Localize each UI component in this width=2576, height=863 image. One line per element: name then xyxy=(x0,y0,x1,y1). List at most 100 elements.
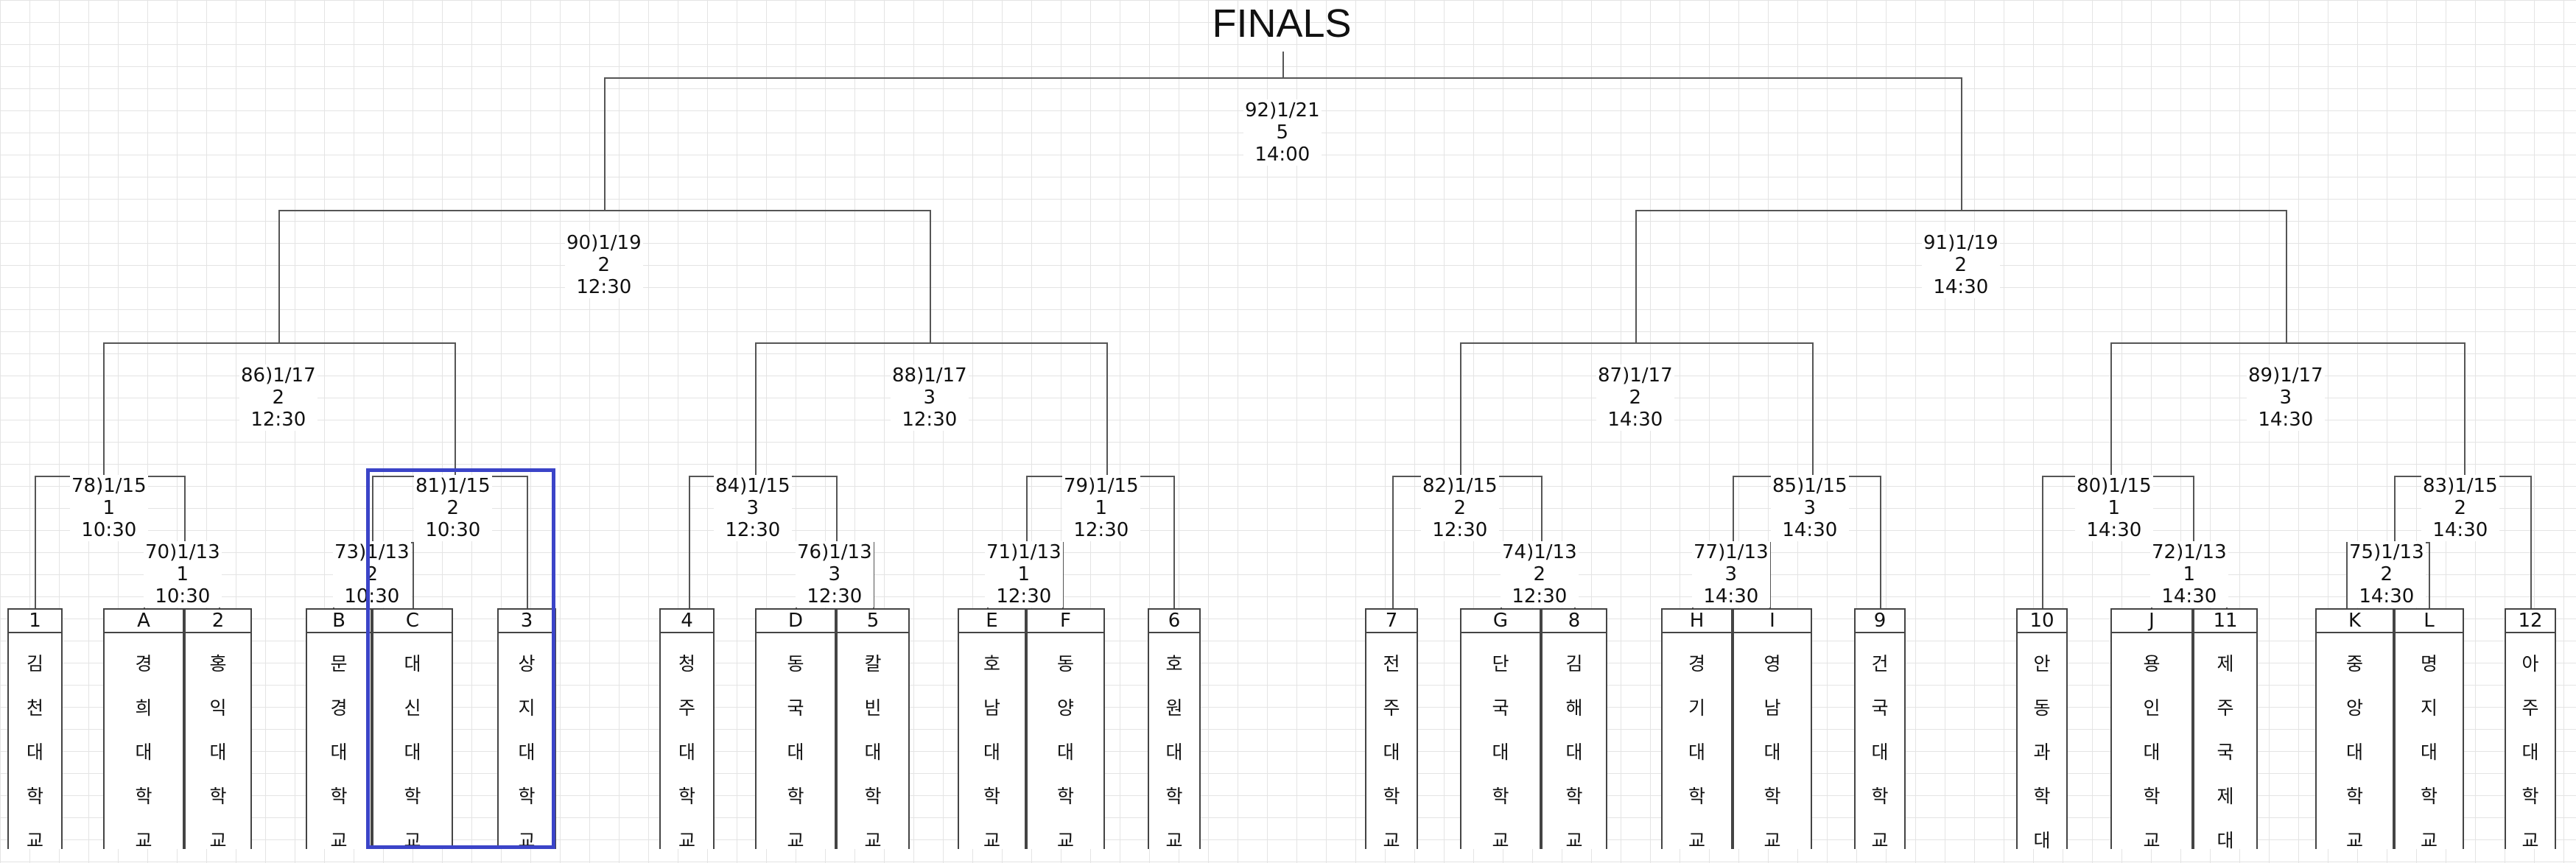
match-time: 12:30 xyxy=(725,519,781,541)
team-seed: 7 xyxy=(1366,610,1417,633)
bracket-line xyxy=(527,476,528,608)
bracket-line xyxy=(1812,342,1814,476)
match-number-date: 86)1/17 xyxy=(241,364,316,387)
team-seed: I xyxy=(1734,610,1811,633)
team-seed: 6 xyxy=(1149,610,1199,633)
bracket-line xyxy=(2110,342,2112,476)
team-seed: K xyxy=(2317,610,2393,633)
team-seed: 2 xyxy=(186,610,250,633)
bracket-line xyxy=(2394,476,2396,542)
match-number-date: 71)1/13 xyxy=(986,541,1061,563)
match-number-date: 80)1/15 xyxy=(2077,475,2152,497)
match-number-date: 75)1/13 xyxy=(2349,541,2424,563)
team-seed: B xyxy=(307,610,371,633)
bracket-line xyxy=(278,210,280,342)
match-number-date: 88)1/17 xyxy=(892,364,967,387)
match-number-date: 89)1/17 xyxy=(2248,364,2323,387)
selection-highlight[interactable] xyxy=(366,468,555,849)
bracket-line xyxy=(2530,476,2532,608)
match-court: 2 xyxy=(1453,497,1467,519)
bracket-line xyxy=(604,77,1962,79)
bracket-line xyxy=(35,476,36,608)
match-court: 2 xyxy=(2454,497,2467,519)
bracket-line xyxy=(1173,476,1175,608)
bracket-line xyxy=(278,210,931,211)
match-number-date: 92)1/21 xyxy=(1245,99,1320,121)
bracket-line xyxy=(413,542,414,608)
bracket-line xyxy=(1769,542,1771,608)
bracket-line xyxy=(2042,476,2043,608)
team-seed: 9 xyxy=(1856,610,1904,633)
bracket-line xyxy=(2193,476,2194,542)
match-time: 12:30 xyxy=(1432,519,1488,541)
match-court: 3 xyxy=(1724,563,1738,585)
match-time: 12:30 xyxy=(576,276,632,298)
match-number-date: 82)1/15 xyxy=(1422,475,1498,497)
bracket-line xyxy=(930,210,931,342)
bracket-line xyxy=(1460,342,1461,476)
match-court: 2 xyxy=(446,497,460,519)
match-time: 14:30 xyxy=(2258,409,2314,431)
match-court: 2 xyxy=(1533,563,1546,585)
team-seed: G xyxy=(1461,610,1540,633)
match-court: 3 xyxy=(746,497,759,519)
bracket-line xyxy=(372,476,373,542)
